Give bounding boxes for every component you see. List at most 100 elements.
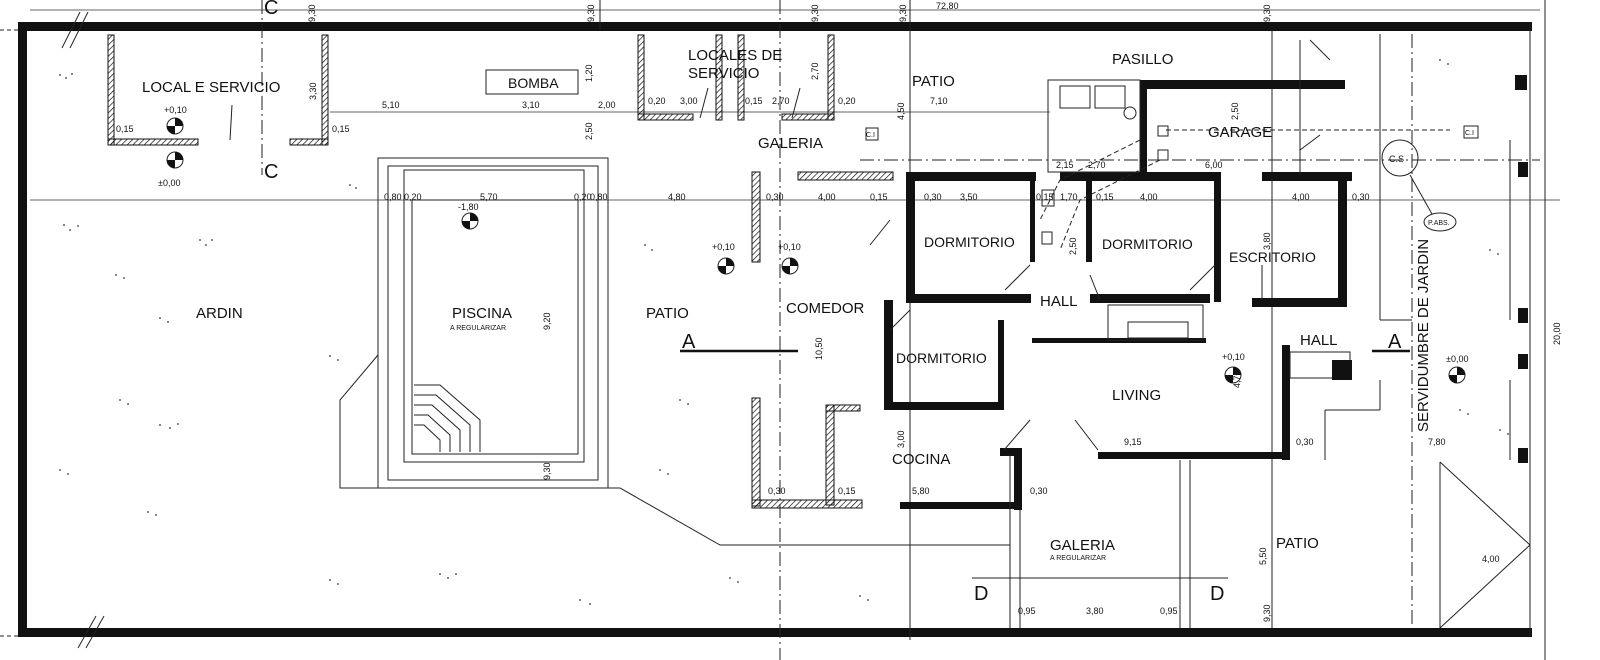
dimension-label: 0,15 — [1096, 192, 1114, 202]
level-marker-icon — [166, 151, 184, 169]
dimension-label: 2,70 — [810, 62, 820, 80]
dimension-label: 2,50 — [1068, 237, 1078, 255]
dimension-label: 4,70 — [1232, 370, 1242, 388]
dimension-label: 5,10 — [382, 100, 400, 110]
dimension-label: 3,80 — [1262, 232, 1272, 250]
dimension-label: 1,70 — [1060, 192, 1078, 202]
room-label: HALL — [1040, 293, 1078, 310]
dimension-label: 6,00 — [1205, 160, 1223, 170]
dimension-label: 0,30 — [1030, 486, 1048, 496]
section-label-d: D — [1210, 583, 1224, 605]
dimension-label: 5,50 — [1258, 547, 1268, 565]
dimension-label: 0,15 — [116, 124, 134, 134]
dimension-label: 9,30 — [586, 4, 596, 22]
dimension-label: 3,00 — [896, 430, 906, 448]
room-label: SERVICIO — [688, 65, 759, 82]
dimension-label: 3,80 — [1086, 606, 1104, 616]
dimension-label: 2,15 — [1056, 160, 1074, 170]
dimension-label: 3,10 — [522, 100, 540, 110]
property-boundary — [0, 11, 1532, 649]
dimension-label: 0,80 — [384, 192, 402, 202]
level-marker-icon — [1448, 366, 1466, 384]
dimension-label: 0,20 — [404, 192, 422, 202]
dimension-label: 4,00 — [1140, 192, 1158, 202]
equipment-label: P.ABS. — [1428, 220, 1450, 227]
room-label: ESCRITORIO — [1229, 249, 1316, 265]
dimension-label: 3,30 — [308, 82, 318, 100]
dimension-labels: 72,80 9,30 9,30 9,30 9,30 9,30 9,30 9,30… — [116, 1, 1562, 622]
equipment-label: C.I — [1465, 130, 1474, 137]
room-note: A REGULARIZAR — [1050, 555, 1106, 562]
level-label: ±0,00 — [1446, 354, 1468, 364]
room-label: DORMITORIO — [1102, 236, 1193, 252]
dimension-label: 0,20 — [838, 96, 856, 106]
dimension-label: 0,20 — [574, 192, 592, 202]
room-note: A REGULARIZAR — [450, 325, 506, 332]
dimension-label: 9,20 — [542, 312, 552, 330]
dimension-label: 7,80 — [1428, 437, 1446, 447]
service-rooms — [107, 34, 835, 146]
dimension-label: 0,20 — [648, 96, 666, 106]
level-label: -1,80 — [458, 202, 479, 212]
dimension-label: 2,50 — [584, 122, 594, 140]
room-label: DORMITORIO — [924, 234, 1015, 250]
bathroom-fixtures — [865, 85, 1479, 251]
room-label: GALERIA — [1050, 537, 1115, 554]
dimension-label: 5,80 — [912, 486, 930, 496]
section-label-c: C — [264, 161, 278, 183]
dimension-label: 0,80 — [590, 192, 608, 202]
garden-texture — [59, 59, 1509, 605]
dimension-label: 9,30 — [898, 4, 908, 22]
level-label: +0,10 — [1222, 352, 1245, 362]
dimension-label: 10,50 — [814, 337, 824, 360]
dimension-label: 0,15 — [870, 192, 888, 202]
room-label: DORMITORIO — [896, 350, 987, 366]
level-marker-icon — [461, 212, 479, 230]
section-label-d: D — [974, 583, 988, 605]
dimension-label: 0,30 — [1296, 437, 1314, 447]
dimension-label: 2,70 — [1088, 160, 1106, 170]
dimension-label: 9,30 — [810, 4, 820, 22]
room-label: COCINA — [892, 451, 950, 468]
dimension-label: 72,80 — [936, 1, 959, 11]
section-label-c: C — [264, 0, 278, 19]
room-label: ARDIN — [196, 305, 243, 322]
dimension-label: 5,70 — [480, 192, 498, 202]
room-label: GALERIA — [758, 135, 823, 152]
dimension-label: 4,00 — [818, 192, 836, 202]
room-label: PATIO — [1276, 535, 1319, 552]
room-label: PISCINA — [452, 305, 512, 322]
dimension-label: 9,30 — [307, 4, 317, 22]
dimension-label: 9,15 — [1124, 437, 1142, 447]
room-label: LOCAL E SERVICIO — [142, 79, 280, 96]
room-label: LIVING — [1112, 387, 1161, 404]
dimension-label: 0,30 — [768, 486, 786, 496]
level-marker-icon — [717, 257, 735, 275]
dimension-label: 0,30 — [766, 192, 784, 202]
room-label: PATIO — [646, 305, 689, 322]
level-label: +0,10 — [778, 242, 801, 252]
room-label: BOMBA — [508, 75, 559, 91]
dimension-label: 9,30 — [1262, 604, 1272, 622]
room-label: PATIO — [912, 73, 955, 90]
dimension-label: 0,95 — [1160, 606, 1178, 616]
dimension-label: 0,30 — [924, 192, 942, 202]
room-label: HALL — [1300, 332, 1338, 349]
dimension-label: 3,50 — [960, 192, 978, 202]
dimension-label: 0,15 — [1036, 192, 1054, 202]
equipment-label: C.I — [866, 132, 875, 139]
dimension-label: 20,00 — [1552, 322, 1562, 345]
house-walls — [751, 34, 1531, 629]
dimension-label: 4,80 — [668, 192, 686, 202]
room-label: LOCALES DE — [688, 47, 782, 64]
dimension-label: 4,00 — [1482, 554, 1500, 564]
level-marker-icon — [1224, 366, 1242, 384]
pool — [339, 157, 1010, 546]
section-label-a: A — [682, 331, 696, 353]
room-label: GARAGE — [1208, 124, 1272, 141]
dimension-label: 2,50 — [1230, 102, 1240, 120]
dimension-label: 0,95 — [1018, 606, 1036, 616]
level-label: ±0,00 — [158, 178, 180, 188]
dimension-label: 9,30 — [1262, 4, 1272, 22]
dimension-label: 1,20 — [584, 64, 594, 82]
